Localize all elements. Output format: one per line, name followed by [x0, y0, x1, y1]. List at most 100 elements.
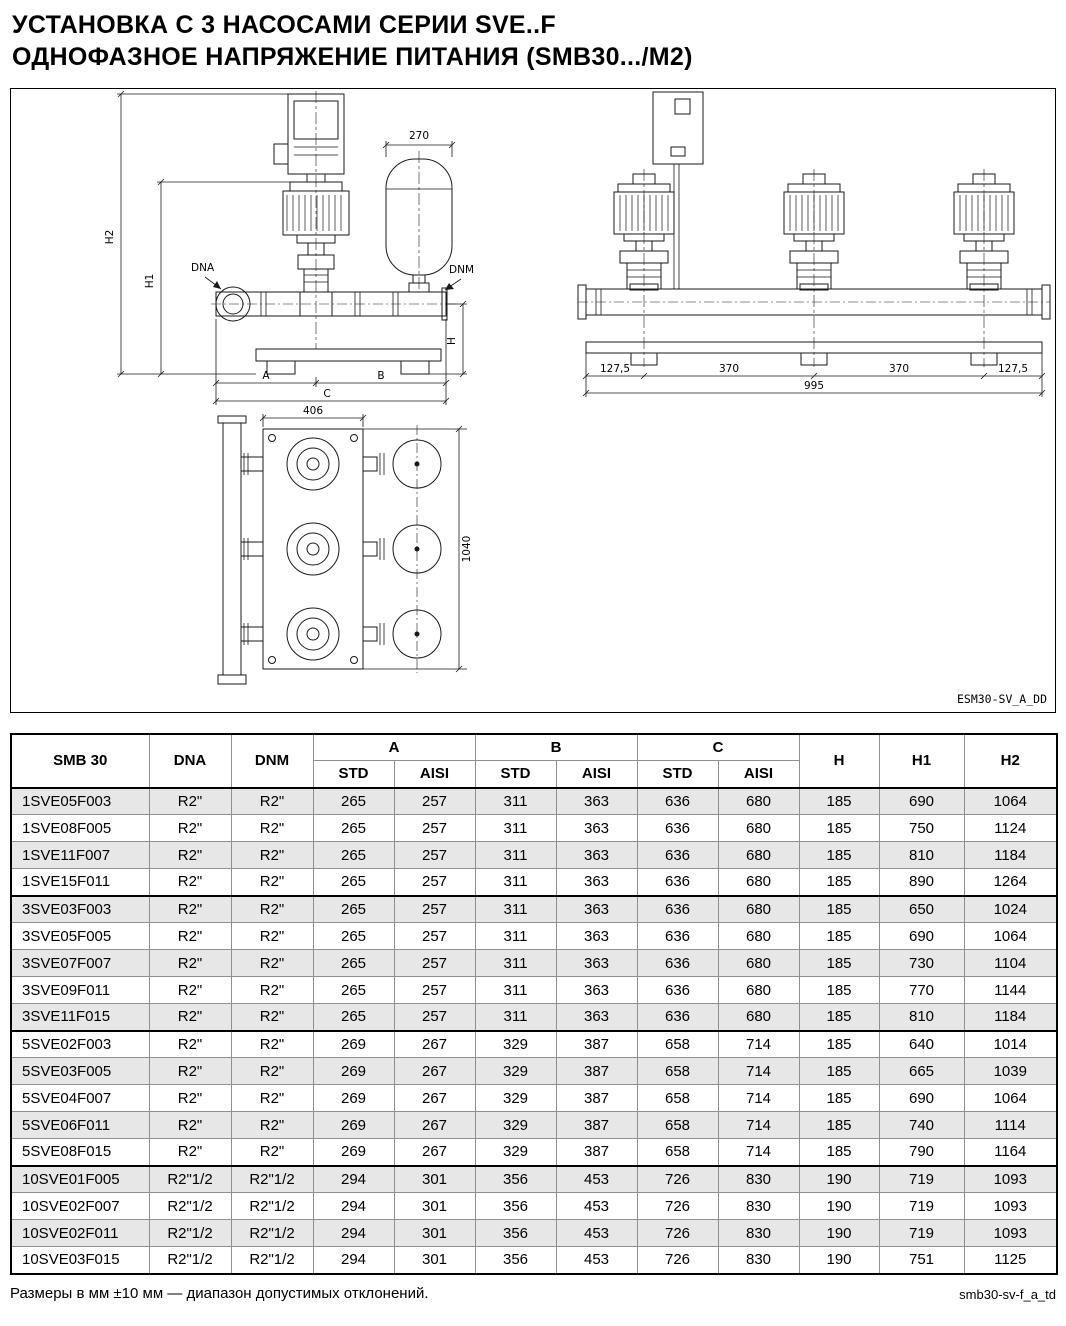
value-cell: R2" — [230, 922, 314, 950]
value-cell: 356 — [474, 1246, 557, 1274]
dim-label-406: 406 — [303, 405, 323, 417]
value-cell: 387 — [555, 1029, 638, 1058]
value-cell: 311 — [474, 894, 557, 923]
front-view — [211, 90, 456, 374]
model-cell: 3SVE05F005 — [10, 922, 150, 950]
value-cell: 185 — [798, 1138, 880, 1166]
value-cell: 1264 — [963, 868, 1058, 896]
dim-label-dna: DNA — [191, 262, 215, 274]
value-cell: 636 — [636, 814, 719, 842]
value-cell: 269 — [312, 1111, 395, 1139]
value-cell: 301 — [393, 1246, 476, 1274]
value-cell: 1093 — [963, 1219, 1058, 1247]
value-cell: 301 — [393, 1192, 476, 1220]
value-cell: 1114 — [963, 1111, 1058, 1139]
value-cell: R2"1/2 — [148, 1192, 232, 1220]
value-cell: R2"1/2 — [230, 1192, 314, 1220]
col-header-model: SMB 30 — [10, 733, 150, 788]
value-cell: 750 — [878, 814, 965, 842]
value-cell: 257 — [393, 894, 476, 923]
dim-label-c: C — [323, 388, 330, 400]
footer-note: Размеры в мм ±10 мм — диапазон допустимы… — [10, 1284, 429, 1302]
col-header-h: H — [798, 733, 880, 788]
model-cell: 10SVE02F007 — [10, 1192, 150, 1220]
value-cell: 267 — [393, 1057, 476, 1085]
value-cell: 257 — [393, 1003, 476, 1031]
col-header-dnm: DNM — [230, 733, 314, 788]
value-cell: R2" — [148, 976, 232, 1004]
value-cell: R2" — [230, 1084, 314, 1112]
value-cell: 329 — [474, 1138, 557, 1166]
value-cell: 294 — [312, 1192, 395, 1220]
model-cell: 10SVE01F005 — [10, 1164, 150, 1193]
value-cell: 294 — [312, 1164, 395, 1193]
model-cell: 5SVE02F003 — [10, 1029, 150, 1058]
value-cell: 453 — [555, 1246, 638, 1274]
value-cell: R2" — [230, 1003, 314, 1031]
value-cell: 680 — [717, 1003, 800, 1031]
value-cell: 363 — [555, 814, 638, 842]
value-cell: 726 — [636, 1246, 719, 1274]
dim-label-995: 995 — [804, 380, 824, 392]
subcol-c-aisi: AISI — [717, 760, 800, 788]
value-cell: 680 — [717, 814, 800, 842]
value-cell: 453 — [555, 1219, 638, 1247]
subcol-c-std: STD — [636, 760, 719, 788]
model-cell: 3SVE03F003 — [10, 894, 150, 923]
value-cell: 690 — [878, 922, 965, 950]
value-cell: 190 — [798, 1246, 880, 1274]
value-cell: 311 — [474, 814, 557, 842]
value-cell: 636 — [636, 922, 719, 950]
value-cell: 636 — [636, 949, 719, 977]
value-cell: 719 — [878, 1192, 965, 1220]
value-cell: 356 — [474, 1219, 557, 1247]
value-cell: R2"1/2 — [230, 1219, 314, 1247]
value-cell: 257 — [393, 949, 476, 977]
value-cell: 636 — [636, 841, 719, 869]
value-cell: R2" — [148, 1029, 232, 1058]
value-cell: 185 — [798, 786, 880, 815]
value-cell: 387 — [555, 1057, 638, 1085]
value-cell: 1125 — [963, 1246, 1058, 1274]
value-cell: R2" — [148, 1057, 232, 1085]
value-cell: R2" — [148, 894, 232, 923]
value-cell: 267 — [393, 1084, 476, 1112]
value-cell: 453 — [555, 1192, 638, 1220]
value-cell: 453 — [555, 1164, 638, 1193]
dim-label-h: H — [446, 337, 458, 345]
value-cell: 830 — [717, 1164, 800, 1193]
value-cell: 1164 — [963, 1138, 1058, 1166]
col-header-c: C — [636, 733, 800, 761]
value-cell: 1124 — [963, 814, 1058, 842]
value-cell: 658 — [636, 1084, 719, 1112]
value-cell: 680 — [717, 868, 800, 896]
model-cell: 1SVE08F005 — [10, 814, 150, 842]
value-cell: 363 — [555, 868, 638, 896]
value-cell: 726 — [636, 1164, 719, 1193]
value-cell: 690 — [878, 786, 965, 815]
value-cell: 269 — [312, 1084, 395, 1112]
value-cell: R2" — [230, 1138, 314, 1166]
dim-label-270: 270 — [409, 130, 429, 142]
value-cell: R2" — [148, 814, 232, 842]
value-cell: 658 — [636, 1029, 719, 1058]
value-cell: 740 — [878, 1111, 965, 1139]
value-cell: 269 — [312, 1138, 395, 1166]
value-cell: R2" — [148, 1084, 232, 1112]
value-cell: 265 — [312, 841, 395, 869]
value-cell: 665 — [878, 1057, 965, 1085]
value-cell: 185 — [798, 1111, 880, 1139]
value-cell: R2" — [148, 1138, 232, 1166]
value-cell: R2" — [230, 1111, 314, 1139]
dimensions-table: SMB 30 DNA DNM A B C H H1 H2 STD AISI ST… — [10, 732, 1058, 1275]
value-cell: R2" — [148, 922, 232, 950]
value-cell: R2" — [230, 841, 314, 869]
